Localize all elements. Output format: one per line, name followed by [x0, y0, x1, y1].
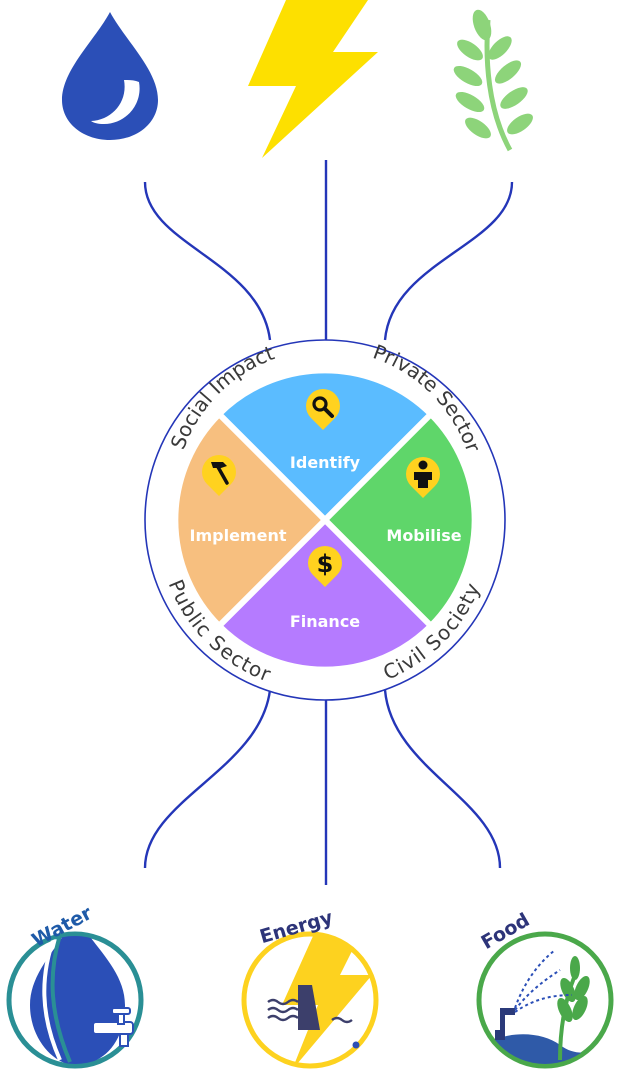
quadrant-label-mobilise: Mobilise [386, 526, 461, 545]
energy-badge: Energy [241, 906, 379, 1069]
water-tap-icon [92, 1007, 134, 1047]
leaf-plant-icon [453, 9, 533, 152]
quadrant-label-finance: Finance [290, 612, 360, 631]
dollar-marker-icon: $ [308, 545, 342, 587]
person-marker-icon [406, 456, 440, 498]
quadrant-identify [214, 367, 436, 525]
magnifier-marker-icon [306, 388, 340, 430]
dam-icon [267, 985, 360, 1049]
water-drop-icon [62, 12, 158, 140]
hammer-marker-icon [202, 454, 236, 496]
wheat-icon [557, 956, 590, 1061]
quadrant-label-identify: Identify [290, 453, 361, 472]
quadrant-label-implement: Implement [190, 526, 287, 545]
water-badge: Water [6, 902, 144, 1069]
sprinkler-icon [495, 949, 573, 1040]
central-wheel: $ Identify Mobilise Finance Implement So… [144, 339, 506, 701]
quadrant-finance [214, 515, 436, 673]
lightning-bolt-icon [248, 0, 378, 158]
svg-text:$: $ [317, 550, 334, 578]
bottom-connectors [143, 689, 502, 885]
food-badge: Food [476, 909, 614, 1069]
top-connectors [143, 160, 514, 350]
